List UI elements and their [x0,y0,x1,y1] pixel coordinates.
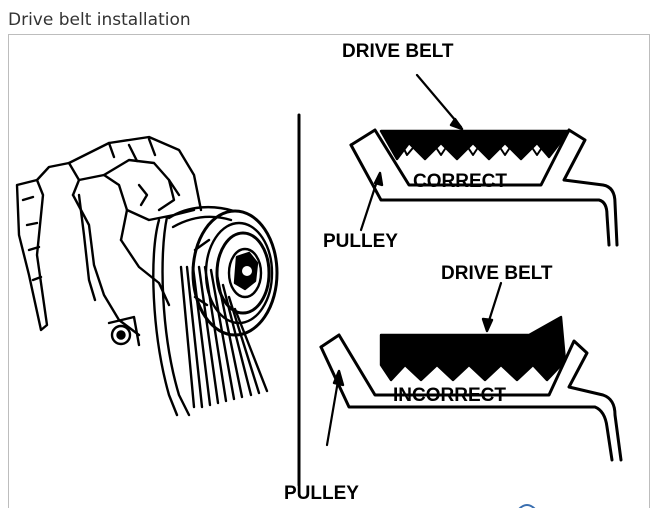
label-pulley-top: PULLEY [323,231,398,252]
alternator-illustration [15,135,279,417]
label-drive-belt-top: DRIVE BELT [342,41,454,62]
drive-belt-diagram: DRIVE BELT CORRECT PULLEY DRIVE BELT INC… [15,41,623,508]
label-incorrect: INCORRECT [393,385,506,406]
belt-correct-icon [349,73,619,247]
image-caption: Drive belt installation [8,10,191,30]
label-drive-belt-bottom: DRIVE BELT [441,263,553,284]
label-pulley-bottom: PULLEY [284,483,359,504]
label-correct: CORRECT [413,171,507,192]
diagram-frame: DRIVE BELT CORRECT PULLEY DRIVE BELT INC… [8,34,650,508]
belt-incorrect-icon [319,281,623,462]
